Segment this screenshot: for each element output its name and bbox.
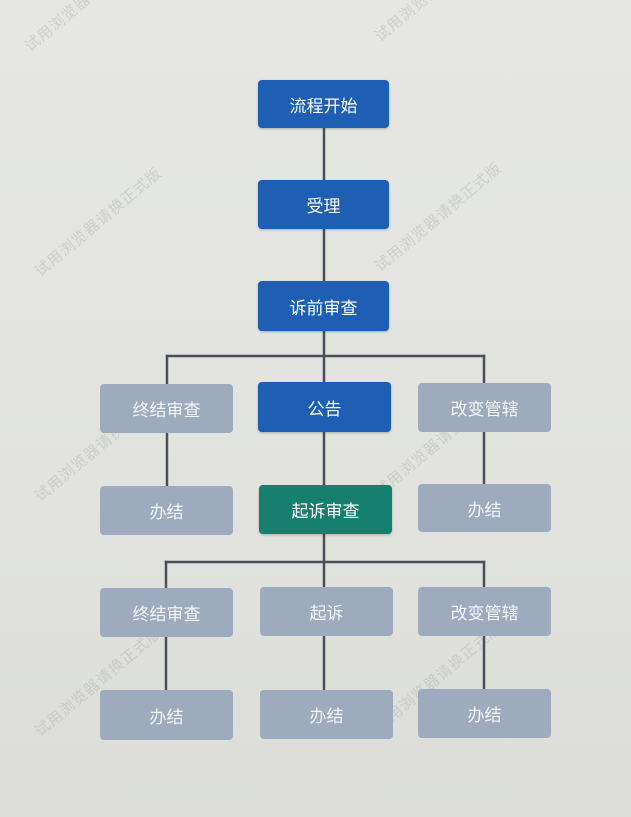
node-terminate-done-1[interactable]: 办结 [100, 486, 233, 535]
node-terminate-done-2[interactable]: 办结 [100, 690, 233, 740]
node-change-done-2[interactable]: 办结 [418, 689, 551, 738]
node-start[interactable]: 流程开始 [258, 80, 389, 128]
node-prosecute-done[interactable]: 办结 [260, 690, 393, 739]
node-change-jurisdiction-2[interactable]: 改变管辖 [418, 587, 551, 636]
node-accept[interactable]: 受理 [258, 180, 389, 229]
node-terminate-review-1[interactable]: 终结审查 [100, 384, 233, 433]
node-change-done-1[interactable]: 办结 [418, 484, 551, 532]
node-change-jurisdiction-1[interactable]: 改变管辖 [418, 383, 551, 432]
node-terminate-review-2[interactable]: 终结审查 [100, 588, 233, 637]
node-prosecution-review[interactable]: 起诉审查 [259, 485, 392, 534]
node-prosecute[interactable]: 起诉 [260, 587, 393, 636]
node-announce[interactable]: 公告 [258, 382, 391, 432]
node-pre-review[interactable]: 诉前审查 [258, 281, 389, 331]
